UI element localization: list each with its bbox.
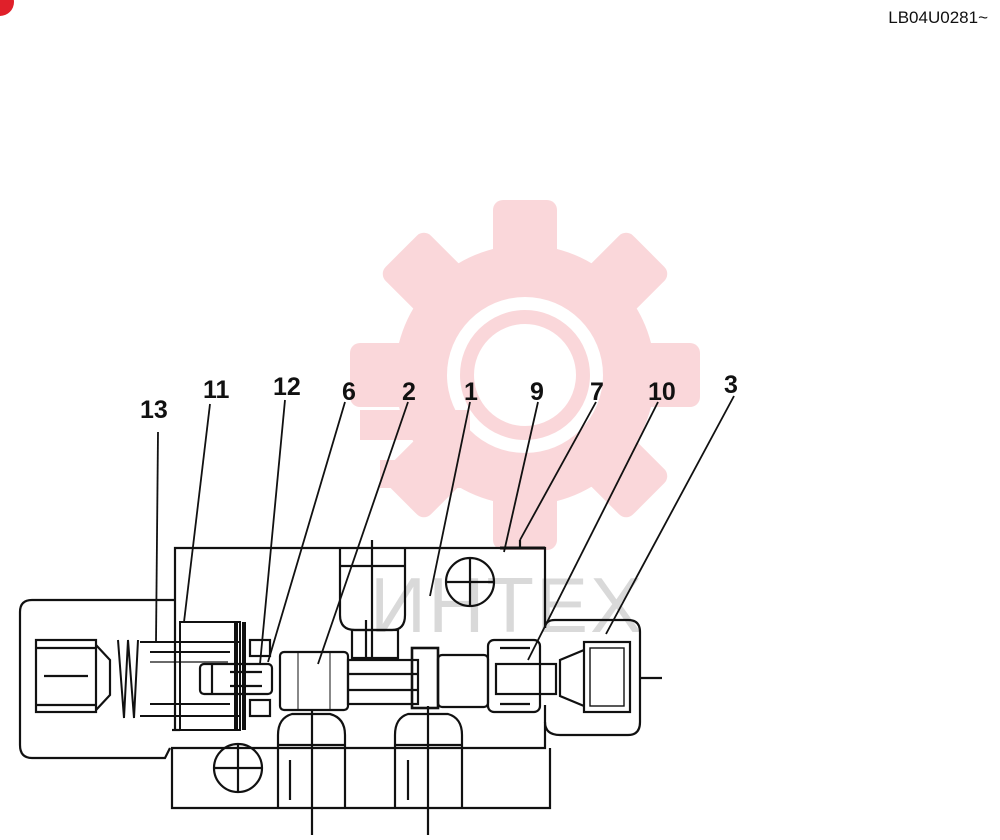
leader-2 [317, 401, 409, 665]
leader-6 [267, 401, 346, 663]
document-code: LB04U0281~ [888, 8, 988, 27]
lower-plug [212, 742, 264, 794]
leader-13 [155, 431, 159, 643]
right-plunger [486, 638, 558, 714]
leader-12 [259, 399, 286, 665]
callout-10: 10 [648, 378, 676, 406]
spring [117, 639, 240, 719]
valve-body [170, 540, 552, 810]
leader-7 [519, 401, 597, 541]
right-end-cap [543, 618, 662, 737]
bottom-cartridge-right [393, 706, 464, 835]
leader-1 [429, 401, 471, 597]
leader-10 [527, 401, 659, 661]
left-end-cap [18, 598, 175, 760]
callout-12: 12 [273, 373, 301, 401]
callout-7: 7 [590, 378, 604, 406]
callout-9: 9 [530, 378, 544, 406]
leader-lines [155, 395, 735, 665]
callout-labels: 13 11 12 6 2 1 9 7 10 3 [140, 371, 738, 424]
callout-3: 3 [724, 371, 738, 399]
watermark-text: ИНТЕХ [370, 561, 644, 649]
callout-2: 2 [402, 378, 416, 406]
upper-plug [444, 556, 496, 608]
leader-3 [605, 395, 735, 635]
left-plunger [179, 621, 274, 731]
callout-13: 13 [140, 396, 168, 424]
bottom-cartridge-left [276, 710, 347, 835]
callout-1: 1 [464, 378, 478, 406]
leader-11 [183, 403, 211, 623]
callout-11: 11 [203, 376, 230, 404]
leader-9 [503, 401, 539, 553]
callout-6: 6 [342, 378, 356, 406]
watermark-gear-icon [350, 200, 700, 550]
